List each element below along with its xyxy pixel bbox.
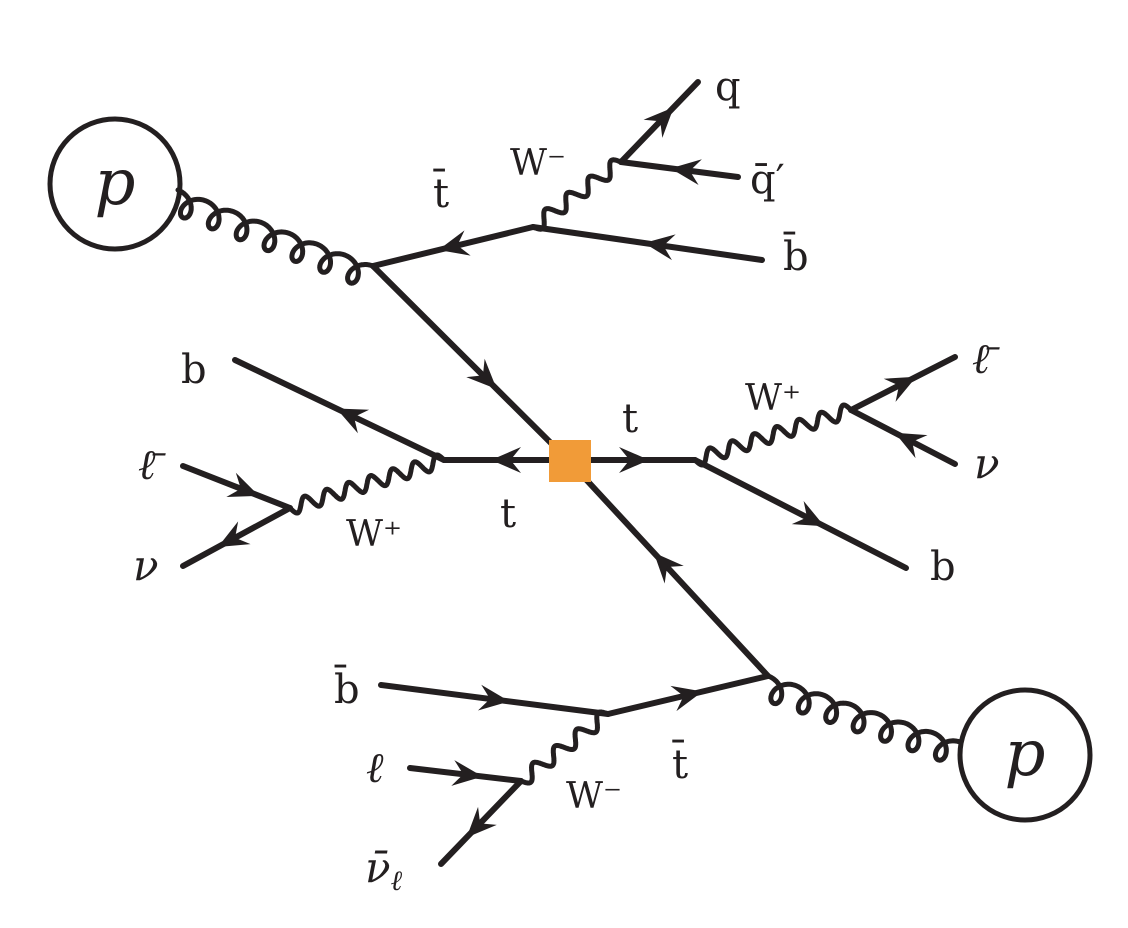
arrow-qbar-prime <box>670 159 702 186</box>
arrow-nubar-bottom <box>466 806 497 838</box>
arrow-lbar-right <box>883 376 917 402</box>
gluon-top <box>175 187 376 286</box>
arrow-nu-right <box>894 432 928 459</box>
gluon-bottom <box>765 673 963 763</box>
arrow-ell-bottom <box>451 760 483 786</box>
label-bbar-top: b̄ <box>783 231 809 280</box>
b-right-line <box>692 457 909 571</box>
effective-vertex-square <box>549 440 591 482</box>
label-b-right: b <box>930 544 956 590</box>
top-quark-line-upper <box>370 263 571 463</box>
label-w-minus-bottom: W⁻ <box>566 776 622 817</box>
label-tbar-bottom: t̄ <box>672 739 688 788</box>
arrow-lbar-left <box>226 472 260 497</box>
label-t-right: t <box>622 396 638 442</box>
proton-bottom: p <box>957 687 1093 823</box>
label-lbar-right: ℓ̄ <box>972 334 1000 383</box>
proton-label-top: p <box>95 146 136 220</box>
label-b-left: b <box>181 347 207 393</box>
w-boson-right <box>692 402 854 468</box>
arrow-top-right <box>619 447 650 473</box>
label-qbar-prime: q̄′ <box>750 157 785 203</box>
label-nubar-subscript: ℓ <box>391 864 403 897</box>
w-boson-top <box>530 157 624 232</box>
arrow-antitop-lower <box>653 552 684 584</box>
label-nu-left: ν <box>133 541 159 590</box>
proton-circle-top <box>47 116 183 252</box>
arrowheads <box>217 107 928 838</box>
arrow-bbar-bottom <box>477 684 510 711</box>
w-boson-bottom <box>518 709 611 786</box>
arrow-b-left <box>336 408 370 434</box>
label-nubar-base: ν̄ <box>365 843 391 892</box>
nubar-bottom-line <box>438 778 524 867</box>
arrow-top-quark <box>466 358 497 390</box>
label-w-plus-right: W⁺ <box>745 378 801 419</box>
lbar-left-line <box>180 463 293 511</box>
antitop-line-lower <box>565 457 771 679</box>
label-w-plus-left: W⁺ <box>346 514 402 555</box>
arrow-bbar-top <box>644 234 676 261</box>
label-w-minus-top: W⁻ <box>510 143 566 184</box>
label-nu-right: ν <box>974 439 1000 488</box>
proton-top: p <box>47 116 183 252</box>
arrow-q <box>643 107 674 138</box>
arrow-nu-left <box>217 521 251 548</box>
arrow-top-left <box>491 447 521 473</box>
label-nubar-bottom: ν̄ℓ <box>365 843 403 897</box>
arrow-b-right <box>791 500 825 527</box>
nu-left-line <box>180 505 293 569</box>
label-tbar-top: t̄ <box>433 168 449 217</box>
label-t-left: t <box>500 491 516 537</box>
proton-circle-bottom <box>957 687 1093 823</box>
arrow-tbar-top <box>438 230 471 256</box>
label-q: q <box>715 64 741 110</box>
label-bbar-bottom: b̄ <box>334 664 360 713</box>
arrow-tbar-bottom <box>670 685 703 712</box>
label-ell-bottom: ℓ <box>366 743 384 792</box>
label-lbar-left: ℓ̄ <box>138 440 166 489</box>
w-boson-left <box>287 452 447 516</box>
proton-label-bottom: p <box>1005 717 1046 791</box>
q-line <box>618 79 701 165</box>
